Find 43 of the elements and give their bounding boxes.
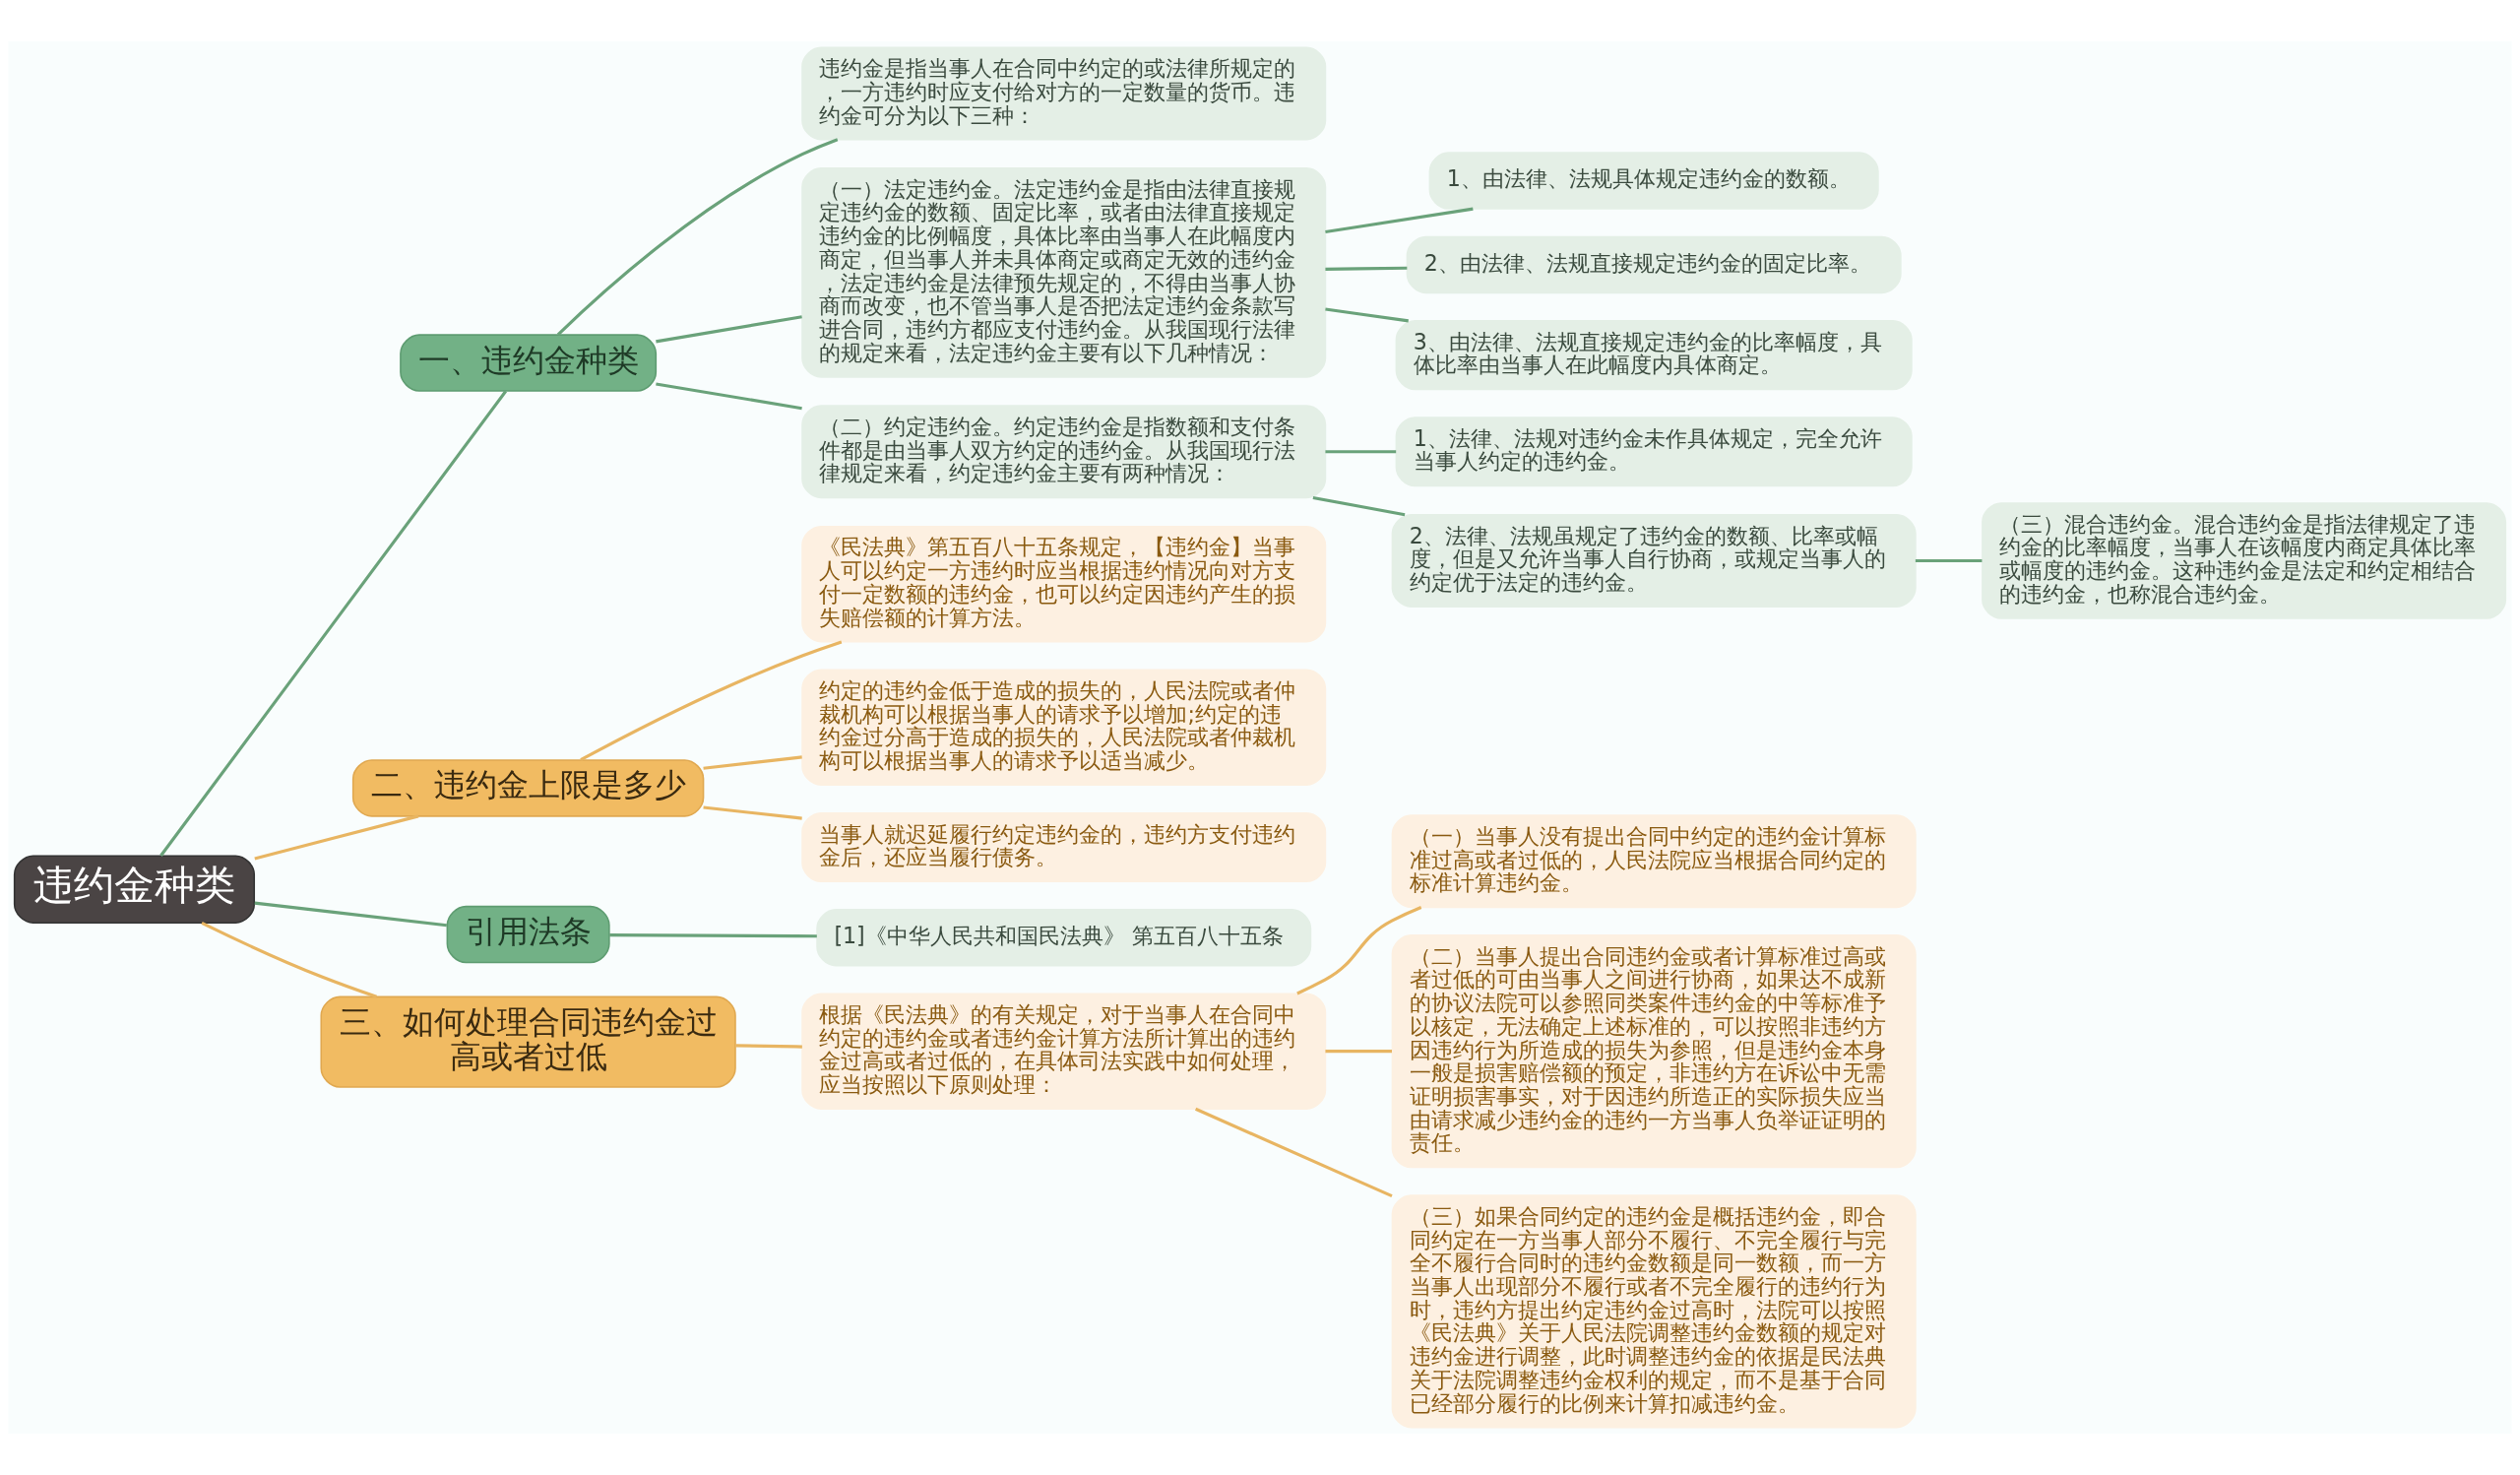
connector xyxy=(1325,1050,1392,1054)
connector xyxy=(1195,1107,1393,1198)
node-box: （二）约定违约金。约定违约金是指数额和支付条件都是由当事人双方约定的违约金。从我国现行法律规定来看，约定违约金主要有两种情况： xyxy=(801,405,1327,499)
node-box: 二、违约金上限是多少 xyxy=(351,759,705,817)
connector xyxy=(201,921,378,998)
node-box: 1、由法律、法规具体规定违约金的数额。 xyxy=(1428,152,1879,210)
connector xyxy=(703,805,802,820)
connector xyxy=(656,315,802,344)
node-box: （一）法定违约金。法定违约金是指由法律直接规定违约金的数额、固定比率，或者由法律直接规定违约金的比例幅度，具体比率由当事人在此幅度内商定，但当事人并未具体商定或商定无效的违约金，法定违约金是法律预先规定的，不得由当事人协商而改变，也不管当事人是否把法定违约金条款写进合同，违约方都应支付违约金。从我国现行法律的规定来看，法定违约金主要有以下几种情况： xyxy=(801,167,1327,378)
connector xyxy=(703,755,802,770)
node-box: 约定的违约金低于造成的损失的，人民法院或者仲裁机构可以根据当事人的请求予以增加;约定的违约金过分高于造成的损失的，人民法院或者仲裁机构可以根据当事人的请求予以适当减少。 xyxy=(801,669,1327,787)
connector xyxy=(735,1044,802,1049)
node-box: 《民法典》第五百八十五条规定，【违约金】当事人可以约定一方违约时应当根据违约情况向对方支付一定数额的违约金，也可以约定因违约产生的损失赔偿额的计算方法。 xyxy=(801,525,1327,643)
connector xyxy=(656,382,802,411)
connector xyxy=(1325,307,1409,323)
node-box: 2、由法律、法规直接规定违约金的固定比率。 xyxy=(1406,235,1902,294)
node-box: 三、如何处理合同违约金过高或者过低 xyxy=(320,995,736,1088)
connector xyxy=(556,138,839,336)
node-box: 根据《民法典》的有关规定，对于当事人在合同中约定的违约金或者违约金计算方法所计算出的违约金过高或者过低的，在具体司法实践中如何处理，应当按照以下原则处理： xyxy=(801,993,1327,1110)
connector xyxy=(1325,450,1397,454)
node-box: 引用法条 xyxy=(446,905,610,964)
node-box: 1、法律、法规对违约金未作具体规定，完全允许当事人约定的违约金。 xyxy=(1395,417,1913,487)
node-box: 3、由法律、法规直接规定违约金的比率幅度，具体比率由当事人在此幅度内具体商定。 xyxy=(1395,320,1913,391)
node-box: （三）混合违约金。混合违约金是指法律规定了违约金的比率幅度，当事人在该幅度内商定具体比率或幅度的违约金。这种违约金是法定和约定相结合的违约金，也称混合违约金。 xyxy=(1982,502,2507,619)
connector xyxy=(254,901,447,928)
node-box: 一、违约金种类 xyxy=(400,334,658,392)
connector xyxy=(1296,906,1422,995)
node-box: （三）如果合同约定的违约金是概括违约金，即合同约定在一方当事人部分不履行、不完全履行与完全不履行合同时的违约金数额是同一数额，而一方当事人出现部分不履行或者不完全履行的违约行为时，违约方提出约定违约金过高时，法院可以按照《民法典》关于人民法院调整违约金数额的规定对违约金进行调整，此时调整违约金的依据是民法典关于法院调整违约金权利的规定，而不是基于合同已经部分履行的比例来计算扣减违约金。 xyxy=(1391,1194,1917,1429)
connector xyxy=(1915,558,1983,563)
connector xyxy=(1312,495,1406,517)
connector xyxy=(609,932,817,938)
node-box: （一）当事人没有提出合同中约定的违约金计算标准过高或者过低的，人民法院应当根据合同约定的标准计算违约金。 xyxy=(1391,814,1917,909)
node-box: [1]《中华人民共和国民法典》 第五百八十五条 xyxy=(816,909,1312,967)
node-box: 违约金是指当事人在合同中约定的或法律所规定的，一方违约时应支付给对方的一定数量的货币。违约金可分为以下三种： xyxy=(801,46,1327,141)
node-box: （二）当事人提出合同违约金或者计算标准过高或者过低的可由当事人之间进行协商，如果达不成新的协议法院可以参照同类案件违约金的中等标准予以核定，无法确定上述标准的，可以按照非违约方因违约行为所造成的损失为参照，但是违约金本身一般是损害赔偿额的预定，非违约方在诉讼中无需证明损害事实，对于因违约所造正的实际损失应当由请求减少违约金的违约一方当事人负举证证明的责任。 xyxy=(1391,934,1917,1169)
node-box: 当事人就迟延履行约定违约金的，违约方支付违约金后，还应当履行债务。 xyxy=(801,811,1327,883)
connector xyxy=(159,390,508,857)
connector xyxy=(254,814,419,861)
node-box: 2、法律、法规虽规定了违约金的数额、比率或幅度，但是又允许当事人自行协商，或规定当事人的约定优于法定的违约金。 xyxy=(1391,514,1917,608)
node-box: 违约金种类 xyxy=(13,855,256,924)
connector xyxy=(1325,207,1474,234)
connector xyxy=(1325,266,1408,271)
connector xyxy=(580,640,843,762)
